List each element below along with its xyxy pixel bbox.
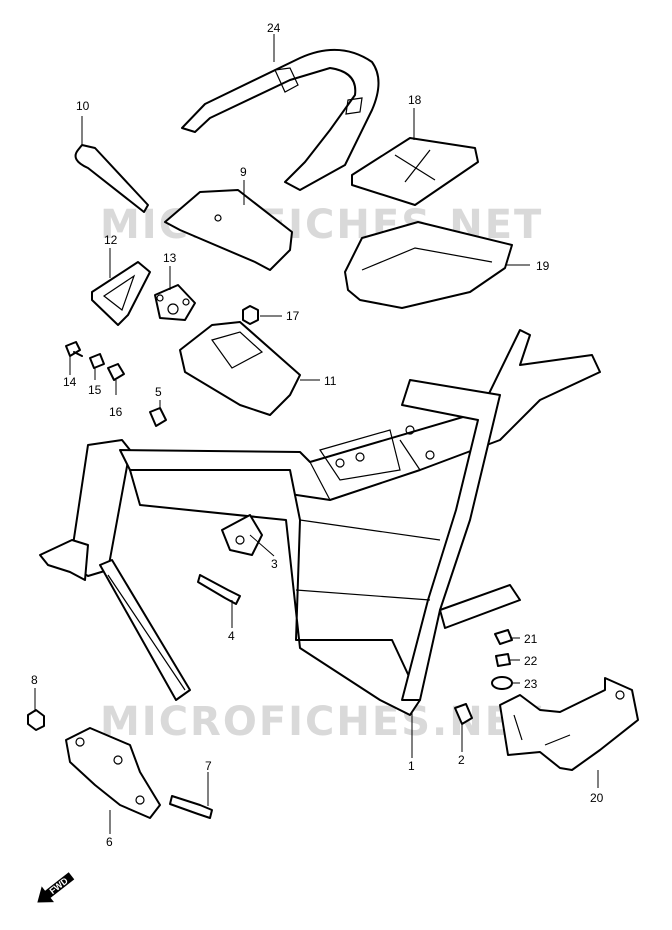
callout-11: 11 xyxy=(324,374,337,388)
callout-5: 5 xyxy=(155,385,162,399)
callout-10: 10 xyxy=(76,99,90,113)
part-24-grab-rail xyxy=(181,48,380,191)
callout-20: 20 xyxy=(590,791,604,805)
part-21-bolt xyxy=(494,629,513,645)
part-1-main-frame xyxy=(39,329,601,716)
callout-labels: 24 10 9 18 19 12 13 17 11 14 15 16 5 3 4… xyxy=(31,21,604,849)
part-15-collar xyxy=(89,353,105,369)
callout-9: 9 xyxy=(240,165,247,179)
callout-3: 3 xyxy=(271,557,278,571)
watermark-bottom: MICROFICHES.NET xyxy=(100,699,543,745)
callout-19: 19 xyxy=(536,259,550,273)
callout-24: 24 xyxy=(267,21,281,35)
part-9-tool-pouch xyxy=(164,189,293,271)
callout-6: 6 xyxy=(106,835,113,849)
part-10-hex-wrench xyxy=(74,144,149,213)
part-18-manual xyxy=(351,137,479,206)
callout-21: 21 xyxy=(524,632,538,646)
part-14-bolt xyxy=(65,341,83,357)
callout-12: 12 xyxy=(104,233,118,247)
callout-14: 14 xyxy=(63,375,77,389)
part-13-plate xyxy=(154,284,196,321)
part-5-grommet xyxy=(149,407,167,427)
part-12-bracket xyxy=(91,261,151,326)
callout-16: 16 xyxy=(109,405,123,419)
callout-18: 18 xyxy=(408,93,422,107)
part-2-cap xyxy=(454,703,473,725)
part-11-box xyxy=(179,321,301,416)
callout-13: 13 xyxy=(163,251,177,265)
part-6-bracket xyxy=(65,727,161,819)
part-22-collar xyxy=(495,653,511,667)
forward-arrow-icon: FWD xyxy=(37,872,75,903)
callout-17: 17 xyxy=(286,309,300,323)
part-3-plate xyxy=(221,514,263,556)
part-16-grommet xyxy=(107,363,125,381)
callout-4: 4 xyxy=(228,629,235,643)
part-8-nut xyxy=(27,709,45,731)
part-19-tray xyxy=(344,221,513,309)
part-4-bolt xyxy=(197,574,241,605)
part-7-long-bolt xyxy=(169,795,213,819)
callout-7: 7 xyxy=(205,759,212,773)
part-17-nut xyxy=(242,305,259,325)
leader-lines xyxy=(34,34,599,834)
part-20-battery-bracket xyxy=(499,677,639,771)
callout-15: 15 xyxy=(88,383,102,397)
callout-2: 2 xyxy=(458,753,465,767)
callout-1: 1 xyxy=(408,759,415,773)
callout-23: 23 xyxy=(524,677,538,691)
callout-8: 8 xyxy=(31,673,38,687)
part-23-washer xyxy=(491,676,513,690)
callout-22: 22 xyxy=(524,654,538,668)
